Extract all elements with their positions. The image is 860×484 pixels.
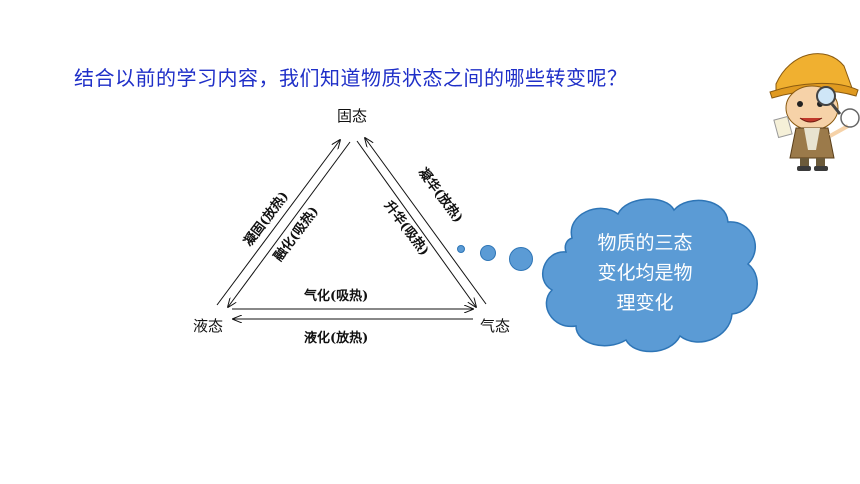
- thought-line: 物质的三态: [597, 232, 693, 254]
- state-gas: 气态: [480, 317, 510, 335]
- arrow-gas-to-solid: [365, 138, 487, 305]
- bubble-dot-small: [457, 245, 465, 253]
- page-title: 结合以前的学习内容，我们知道物质状态之间的哪些转变呢？: [74, 66, 628, 90]
- label-liquefaction: 液化(放热): [304, 330, 368, 346]
- thought-bubble-text: 物质的三态 变化均是物 理变化: [560, 228, 730, 318]
- arrow-solid-to-gas: [356, 140, 476, 307]
- bubble-dot-large: [509, 247, 533, 271]
- bubble-dot-medium: [480, 245, 496, 261]
- state-liquid: 液态: [193, 317, 223, 335]
- cartoon-explorer-icon: [769, 53, 860, 171]
- label-sublimation: 升华(吸热): [381, 198, 432, 259]
- thought-cloud: [541, 198, 758, 353]
- arrow-solid-to-liquid: [228, 141, 351, 307]
- label-vaporization: 气化(吸热): [304, 288, 368, 304]
- state-solid: 固态: [337, 107, 367, 125]
- arrow-liquid-to-solid: [216, 140, 340, 306]
- thought-line: 变化均是物: [597, 262, 693, 284]
- thought-line: 理变化: [616, 292, 674, 314]
